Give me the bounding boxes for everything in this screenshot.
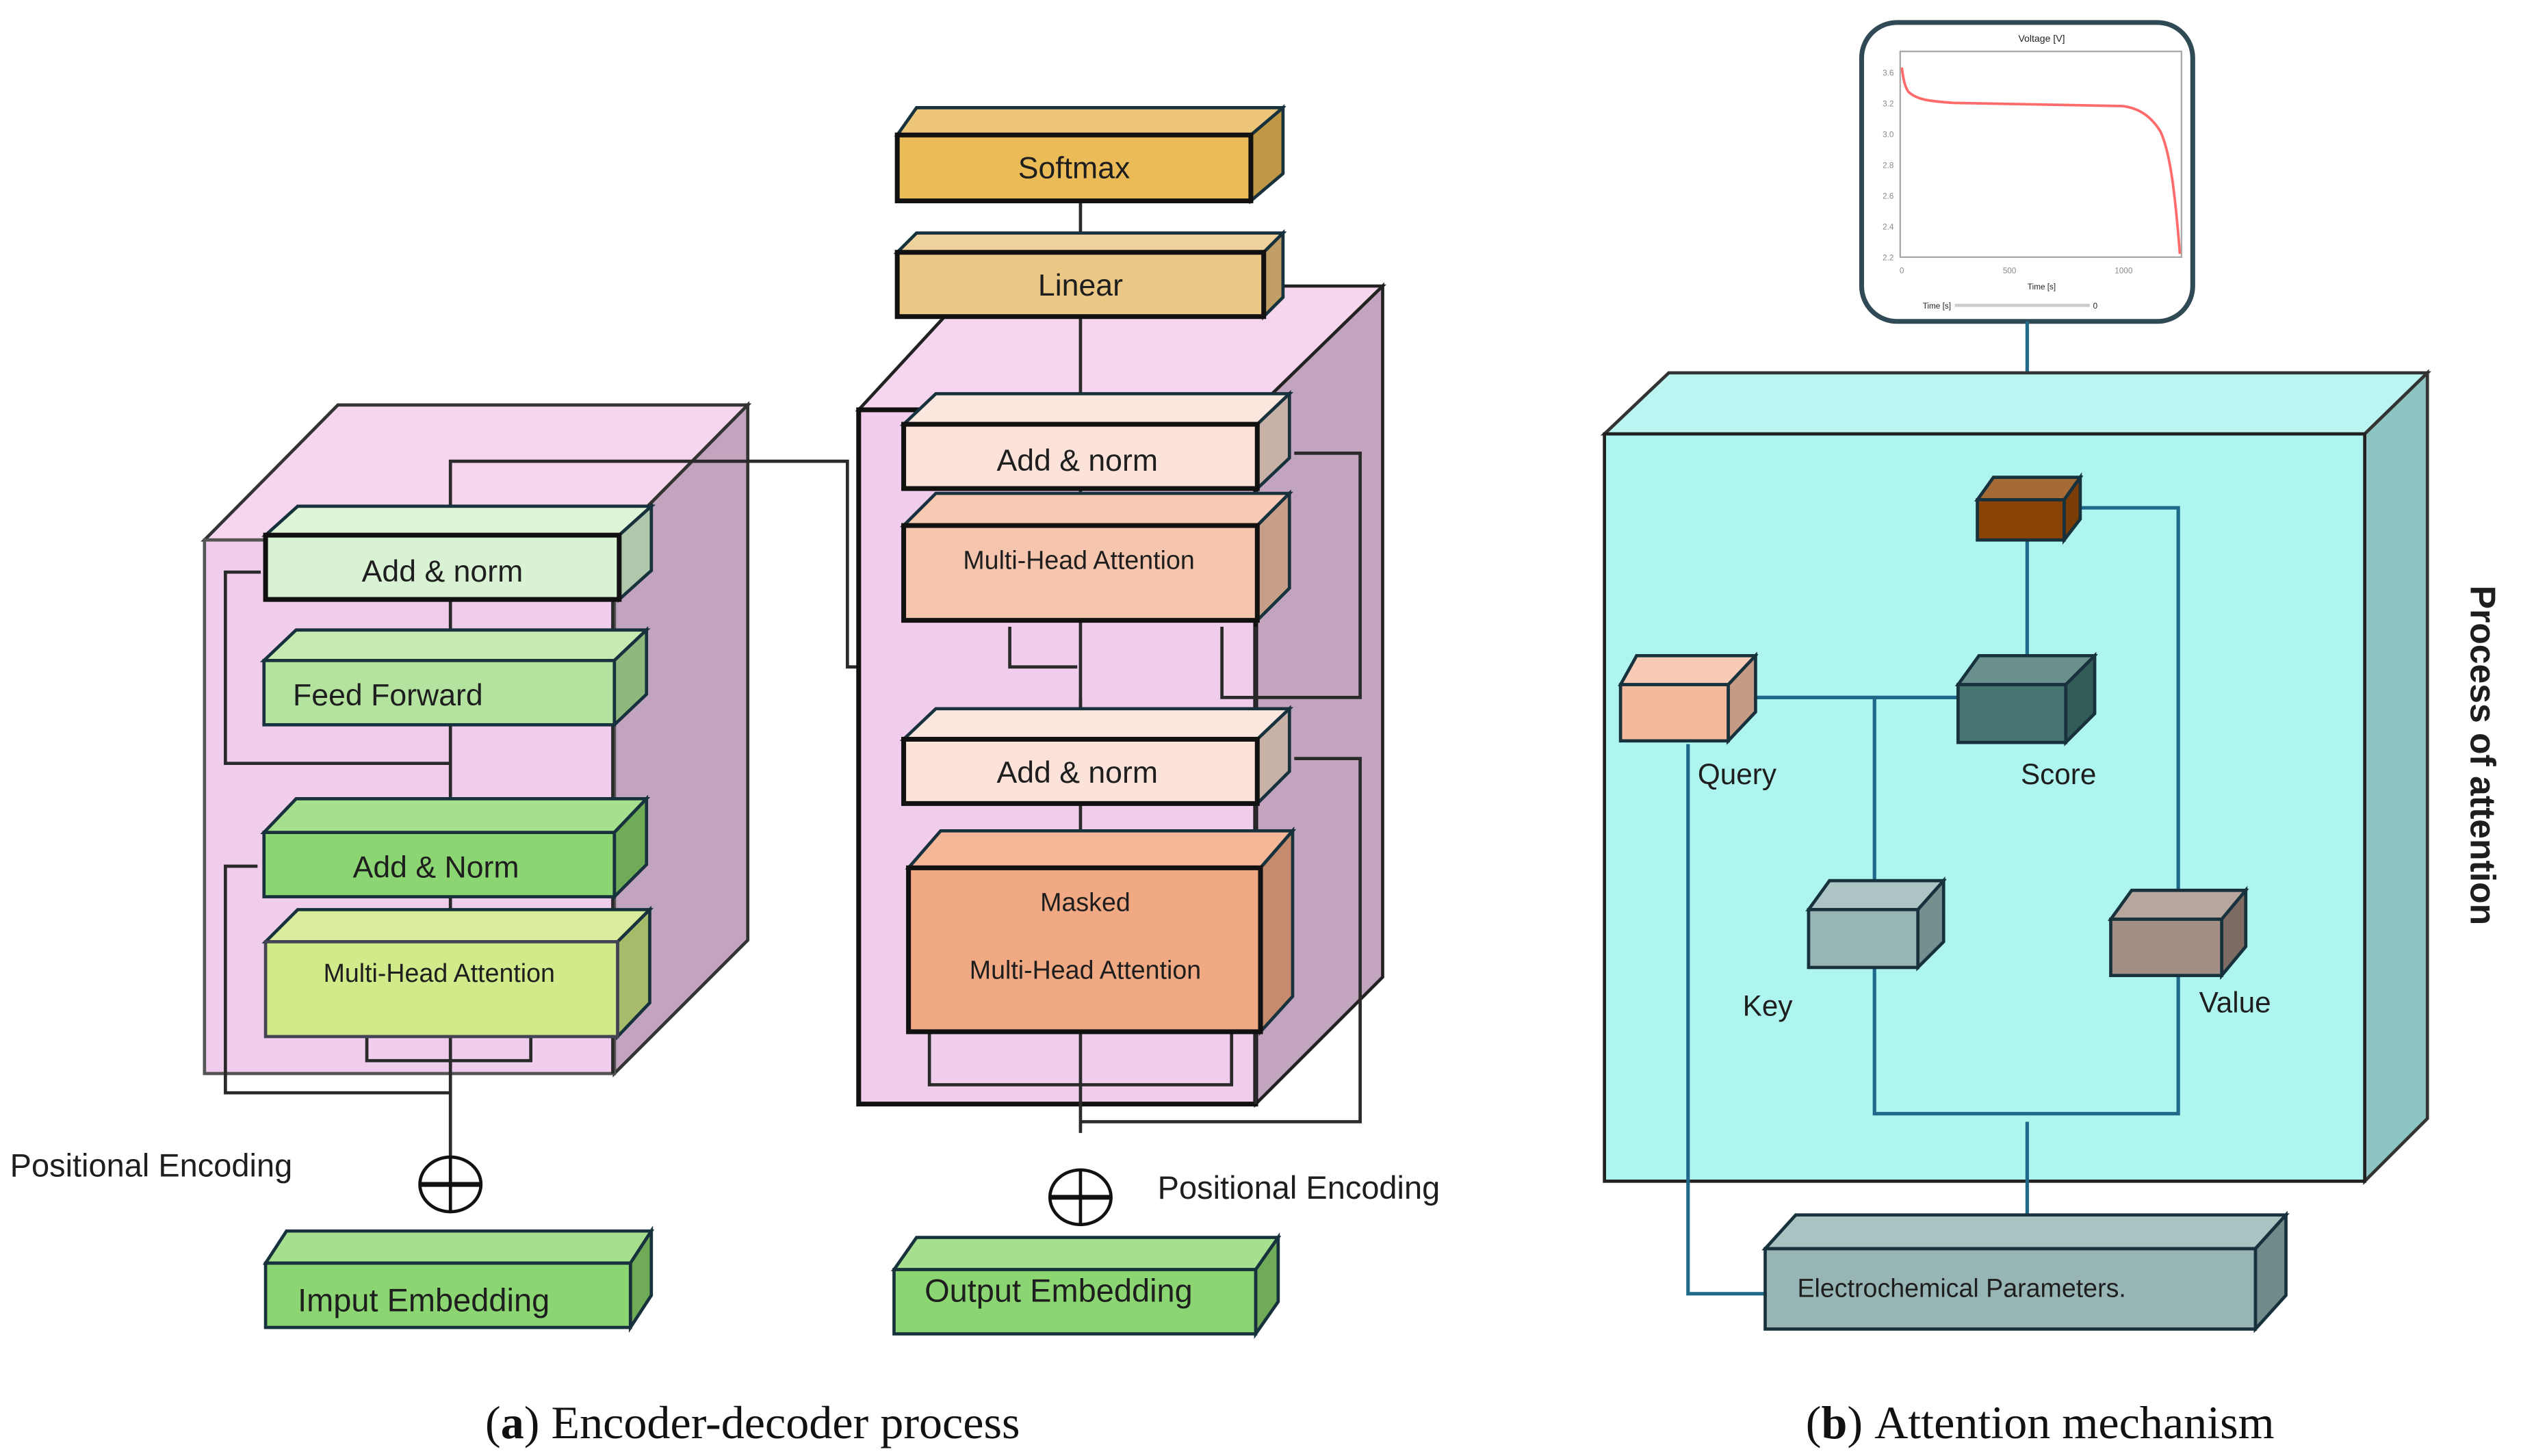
attention-panel-top — [1600, 371, 2431, 436]
voltage-slider-value: 0 — [2093, 302, 2098, 311]
decoder-output-embedding-label: Output Embedding — [925, 1273, 1193, 1309]
voltage-xtick-label: 500 — [2003, 266, 2017, 275]
process-of-attention-label: Process of attention — [2464, 586, 2503, 926]
encoder-add-norm-top-label: Add & norm — [362, 555, 523, 588]
voltage-xtick-label: 1000 — [2115, 266, 2133, 275]
voltage-plot-title: Voltage [V] — [2018, 33, 2065, 44]
voltage-slider-label: Time [s] — [1923, 302, 1951, 311]
encoder-group: Add & norm Feed Forward Add & Norm Multi… — [10, 401, 1013, 1334]
encoder-input-embedding-label: Imput Embedding — [298, 1282, 550, 1318]
encoder-residual-bottom — [224, 864, 451, 1095]
decoder-positional-add-icon — [1048, 1168, 1113, 1227]
decoder-masked-label-line2: Multi-Head Attention — [970, 955, 1201, 984]
encoder-multi-head-attention[interactable]: Multi-Head Attention — [261, 905, 654, 1041]
attention-output-cube[interactable] — [1974, 472, 2084, 545]
voltage-ytick-label: 2.8 — [1883, 161, 1894, 170]
caption-b-text: Attention mechanism — [1874, 1396, 2274, 1448]
encoder-residual-top — [224, 570, 451, 766]
key-value-bus — [1872, 967, 2180, 1116]
decoder-masked-mha[interactable]: Masked Multi-Head Attention — [905, 827, 1297, 1036]
attention-panel-side — [2363, 369, 2429, 1186]
output-to-value-wire — [2077, 506, 2180, 897]
encoder-feed-forward[interactable]: Feed Forward — [259, 626, 651, 729]
encoder-input-embedding[interactable]: Imput Embedding — [262, 1225, 655, 1334]
query-cube[interactable] — [1618, 651, 1759, 745]
voltage-plot-axes — [1899, 50, 2183, 258]
query-label: Query — [1698, 758, 1777, 790]
voltage-ytick-label: 3.0 — [1883, 130, 1894, 139]
encoder-positional-encoding-label: Positional Encoding — [10, 1147, 293, 1183]
voltage-ytick-label: 2.6 — [1883, 192, 1894, 200]
caption-a: (a) Encoder-decoder process — [485, 1396, 1020, 1448]
attention-group: Voltage [V] 3.6 3.2 3.0 2.8 2.6 2.4 2.2 0 500 10… — [1600, 20, 2503, 1334]
decoder-mha-label: Multi-Head Attention — [963, 545, 1194, 574]
caption-b: (b) Attention mechanism — [1806, 1396, 2275, 1448]
caption-a-text: Encoder-decoder process — [551, 1396, 1020, 1448]
key-cube[interactable] — [1805, 876, 1947, 972]
voltage-plot-yticks: 3.6 3.2 3.0 2.8 2.6 2.4 2.2 — [1883, 68, 1894, 262]
decoder-res-top — [1220, 452, 1362, 699]
query-to-params-wire — [1686, 744, 1766, 1296]
decoder-add-norm-middle-label: Add & norm — [996, 756, 1158, 790]
voltage-plot-xlabel: Time [s] — [2028, 283, 2056, 291]
score-label: Score — [2021, 758, 2096, 790]
decoder-add-norm-top[interactable]: Add & norm — [899, 389, 1294, 493]
electrochemical-parameters-box[interactable]: Electrochemical Parameters. — [1761, 1210, 2290, 1334]
value-label: Value — [2199, 987, 2271, 1019]
voltage-slider-track[interactable] — [1954, 303, 2090, 307]
caption-b-letter: b — [1821, 1396, 1847, 1448]
encoder-positional-add-icon — [418, 1155, 483, 1214]
decoder-softmax[interactable]: Softmax — [894, 104, 1287, 205]
decoder-multi-head-attention[interactable]: Multi-Head Attention — [899, 489, 1293, 625]
decoder-mha-split — [1008, 627, 1078, 669]
decoder-positional-encoding-label: Positional Encoding — [1158, 1169, 1440, 1206]
decoder-masked-label-line1: Masked — [1040, 888, 1130, 917]
decoder-add-norm-middle[interactable]: Add & norm — [899, 705, 1294, 808]
decoder-softmax-label: Softmax — [1018, 152, 1130, 185]
key-label: Key — [1743, 989, 1794, 1022]
voltage-ytick-label: 3.6 — [1883, 68, 1894, 77]
voltage-ytick-label: 2.2 — [1883, 254, 1893, 263]
electrochemical-parameters-label: Electrochemical Parameters. — [1797, 1273, 2125, 1302]
decoder-linear[interactable]: Linear — [893, 229, 1287, 321]
decoder-group: Softmax Linear Add & norm Multi-Head Att… — [855, 104, 1440, 1339]
encoder-add-norm-top[interactable]: Add & norm — [261, 502, 656, 603]
decoder-linear-label: Linear — [1038, 269, 1123, 302]
voltage-curve — [1900, 67, 2182, 255]
encoder-mha-label: Multi-Head Attention — [324, 959, 555, 987]
voltage-plot-xticks: 0 500 1000 — [1900, 266, 2133, 275]
attention-panel-front — [1603, 432, 2366, 1183]
decoder-add-norm-top-label: Add & norm — [996, 444, 1158, 478]
decoder-masked-split — [927, 1031, 1234, 1087]
encoder-feed-forward-label: Feed Forward — [293, 679, 483, 712]
voltage-plot-card: Voltage [V] 3.6 3.2 3.0 2.8 2.6 2.4 2.2 0 500 10… — [1859, 20, 2195, 324]
encoder-add-norm-bottom[interactable]: Add & Norm — [260, 794, 651, 901]
decoder-res-bottom — [1080, 757, 1362, 1123]
voltage-xtick-label: 0 — [1900, 266, 1904, 275]
caption-a-letter: a — [501, 1396, 524, 1448]
encoder-mha-split — [365, 1036, 532, 1063]
score-cube[interactable] — [1954, 651, 2098, 746]
encoder-add-norm-bottom-label: Add & Norm — [353, 850, 519, 884]
value-cube[interactable] — [2107, 885, 2249, 980]
decoder-output-embedding[interactable]: Output Embedding — [890, 1232, 1282, 1339]
voltage-ytick-label: 2.4 — [1883, 222, 1894, 231]
voltage-ytick-label: 3.2 — [1883, 99, 1893, 108]
